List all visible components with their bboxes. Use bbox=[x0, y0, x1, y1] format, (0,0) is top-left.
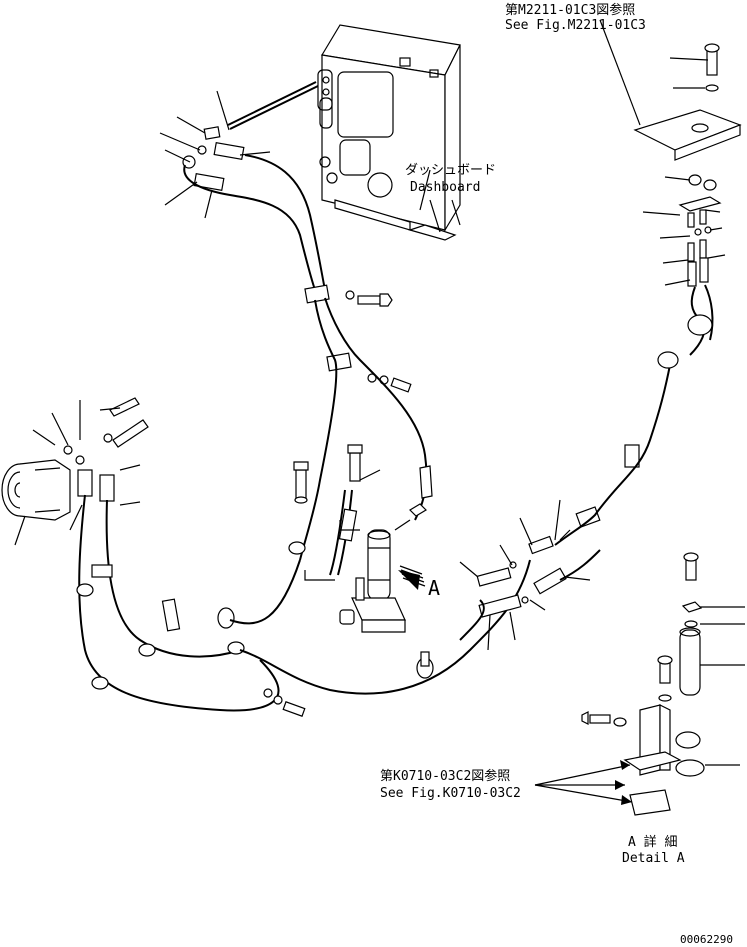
ref-top-right-en: See Fig.M2211-01C3 bbox=[505, 18, 646, 33]
dashboard-label-jp: ダッシュボード bbox=[405, 163, 496, 178]
dashboard-label-en: Dashboard bbox=[410, 180, 480, 195]
ref-top-right-jp: 第M2211-01C3図参照 bbox=[505, 2, 635, 18]
right-fittings bbox=[416, 364, 671, 679]
detail-label-en: Detail A bbox=[622, 851, 685, 866]
detail-a-assembly bbox=[581, 552, 745, 816]
reference-arrows bbox=[534, 760, 633, 805]
receiver-dryer bbox=[304, 465, 433, 633]
compressor bbox=[1, 397, 280, 712]
detail-a-arrow bbox=[398, 565, 426, 590]
lower-left-clamps bbox=[76, 444, 531, 717]
center-clamps bbox=[299, 284, 428, 561]
upper-right-bracket bbox=[599, 19, 742, 369]
drawing-number: 00062290 bbox=[680, 933, 733, 946]
upper-left-fittings bbox=[159, 81, 326, 291]
dashboard-assembly bbox=[317, 24, 461, 241]
ref-bottom-en: See Fig.K0710-03C2 bbox=[380, 786, 521, 801]
detail-label-jp: A 詳 細 bbox=[628, 834, 677, 850]
detail-a-marker: A bbox=[428, 576, 440, 600]
ref-bottom-jp: 第K0710-03C2図参照 bbox=[380, 768, 510, 784]
